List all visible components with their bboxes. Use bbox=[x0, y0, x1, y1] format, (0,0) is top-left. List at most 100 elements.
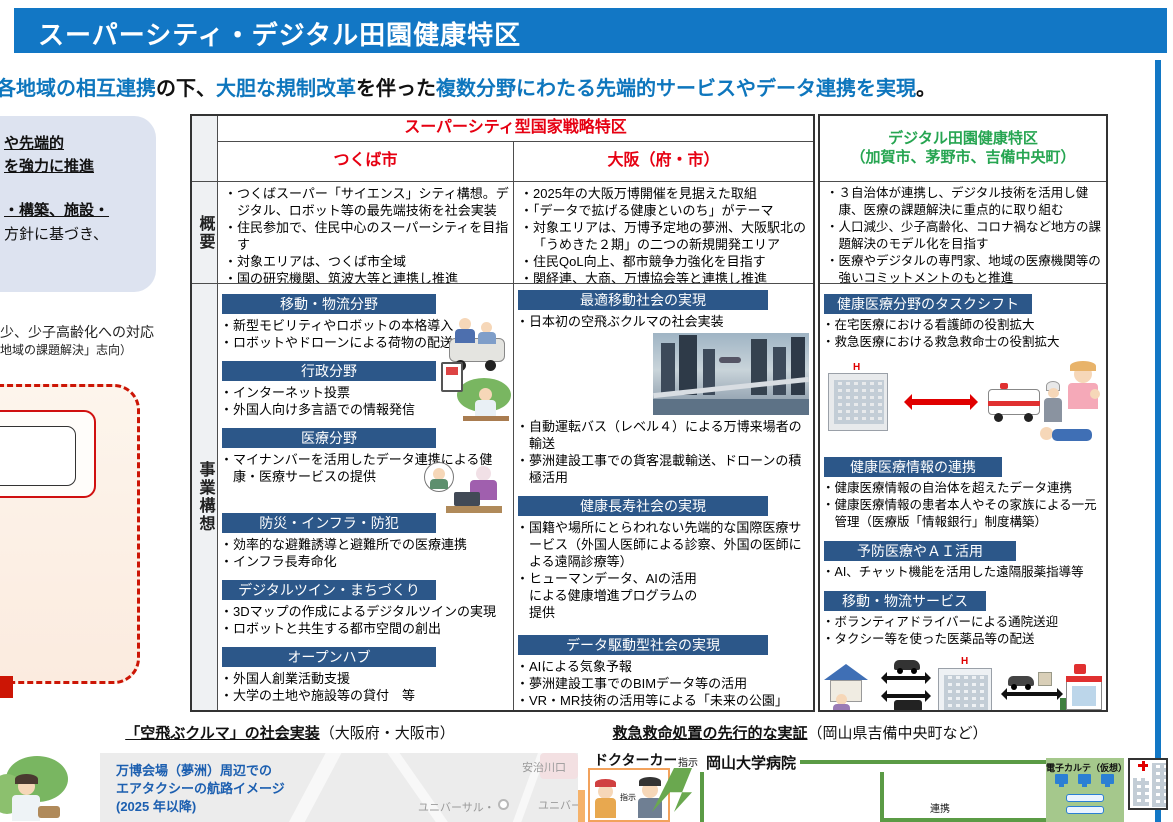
overview-bullet: ・対象エリアは、つくば市全域 bbox=[224, 254, 407, 269]
section-government: 行政分野 ・インターネット投票 ・外国人向け多言語での情報発信 bbox=[218, 361, 513, 418]
subtitle-seg: 。 bbox=[916, 78, 936, 100]
section-bullet: ・タクシー等を使った医薬品等の配送 bbox=[822, 632, 1035, 646]
doctor-car-label: ドクターカー bbox=[594, 752, 678, 768]
map-poi-marker bbox=[498, 799, 509, 810]
row-label-overview: 概要 bbox=[192, 182, 218, 284]
map-label-universal-2: ユニバーサル bbox=[538, 800, 578, 812]
section-healthy-longevity: 健康長寿社会の実現 ・国籍や場所にとらわれない先端的な国際医療サービス（外国人医… bbox=[514, 496, 813, 621]
business-cell-osaka: 最適移動社会の実現 ・日本初の空飛ぶクルマの社会実装 ・自動運転バス（レベル４）… bbox=[514, 284, 813, 710]
walking-person-illustration bbox=[0, 756, 72, 822]
bottom-left-title: 「空飛ぶクルマ」の社会実装（大阪府・大阪市） bbox=[125, 725, 455, 742]
overview-cell-digital-garden: ・３自治体が連携し、デジタル技術を活用し健康、医療の課題解決に重点的に取り組む … bbox=[820, 182, 1106, 284]
section-bullet: ・健康医療情報の自治体を超えたデータ連携 bbox=[822, 481, 1073, 495]
section-header: 移動・物流サービス bbox=[824, 591, 986, 611]
overview-bullet: ・住民QoL向上、都市競争力強化を目指す bbox=[520, 254, 766, 269]
section-open-hub: オープンハブ ・外国人創業活動支援 ・大学の土地や施設等の貸付 等 bbox=[218, 647, 513, 704]
section-bullet: ・新型モビリティやロボットの本格導入 bbox=[220, 318, 454, 333]
section-bullet: ・夢洲建設工事でのBIMデータ等の活用 bbox=[516, 676, 748, 691]
left-note-line: 少、少子高齢化への対応 bbox=[0, 324, 154, 340]
hospital-building-icon: H bbox=[828, 362, 888, 431]
two-way-red-arrow bbox=[904, 394, 978, 410]
flying-car-city-photo bbox=[653, 333, 809, 415]
overview-bullet: ・住民参加で、住民中心のスーパーシティを目指す bbox=[224, 220, 509, 252]
renkei-label: 連携 bbox=[928, 800, 952, 815]
section-preventive-ai: 予防医療やＡＩ活用 ・AI、チャット機能を活用した遠隔服薬指導等 bbox=[820, 541, 1106, 581]
section-bullet: ・在宅医療における看護師の役割拡大 bbox=[822, 318, 1035, 332]
overview-bullet: ・対象エリアは、万博予定地の夢洲、大阪駅北の「うめきた２期」の二つの新規開発エリ… bbox=[520, 220, 807, 252]
section-task-shift: 健康医療分野のタスクシフト ・在宅医療における看護師の役割拡大 ・救急医療におけ… bbox=[820, 294, 1106, 351]
overview-bullet: ・３自治体が連携し、デジタル技術を活用し健康、医療の課題解決に重点的に取り組む bbox=[826, 186, 1089, 217]
business-cell-tsukuba: 移動・物流分野 ・新型モビリティやロボットの本格導入 ・ロボットやドローンによる… bbox=[218, 284, 514, 710]
bench-voting-illustration bbox=[439, 362, 511, 432]
row-label-business: 事業構想 bbox=[192, 284, 218, 710]
section-header: 行政分野 bbox=[222, 361, 436, 381]
section-header: 健康医療情報の連携 bbox=[824, 457, 1002, 477]
table-corner-cell bbox=[192, 116, 218, 182]
subtitle-seg: を伴った bbox=[356, 78, 436, 100]
hospital-ambulance-illustration: H bbox=[822, 355, 1104, 451]
left-red-marker bbox=[0, 676, 13, 698]
section-bullet: ・夢洲建設工事での貨客混載輸送、ドローンの積極活用 bbox=[516, 453, 802, 485]
section-bullet: ・外国人向け多言語での情報発信 bbox=[220, 402, 416, 417]
section-bullet: ・ボランティアドライバーによる通院送迎 bbox=[822, 615, 1059, 629]
medical-transport-illustration: H bbox=[822, 654, 1104, 710]
section-medical: 医療分野 ・マイナンバーを活用したデータ連携による健康・医療サービスの提供 bbox=[218, 428, 513, 485]
left-box-line: を強力に推進 bbox=[4, 158, 95, 175]
section-bullet: ・効率的な避難誘導と避難所での医療連携 bbox=[220, 537, 468, 552]
section-header: 防災・インフラ・防犯 bbox=[222, 513, 436, 533]
section-bullet: ・救急医療における救急救命士の役割拡大 bbox=[822, 335, 1060, 349]
overview-bullet: ・2025年の大阪万博開催を見据えた取組 bbox=[520, 186, 757, 201]
overview-bullet: ・医療やデジタルの専門家、地域の医療機関等の強いコミットメントのもと推進 bbox=[826, 254, 1101, 284]
digital-garden-table: デジタル田園健康特区 （加賀市、茅野市、吉備中央町） ・３自治体が連携し、デジタ… bbox=[818, 114, 1108, 712]
map-caption: 万博会場（夢洲）周辺での エアタクシーの航路イメージ (2025 年以降) bbox=[116, 763, 285, 814]
section-bullet: ・自動運転バス（レベル４）による万博来場者の輸送 bbox=[516, 419, 802, 451]
section-header: 医療分野 bbox=[222, 428, 436, 448]
section-bullet: ・ロボットと共生する都市空間の創出 bbox=[220, 621, 442, 636]
section-bullet: ・ヒューマンデータ、AIの活用による健康増進プログラムの提供 bbox=[516, 571, 698, 620]
overview-bullet: ・国の研究機関、筑波大等と連携し推進 bbox=[224, 271, 459, 284]
map-right-accent bbox=[578, 790, 585, 822]
section-digital-twin: デジタルツイン・まちづくり ・3Dマップの作成によるデジタルツインの実現 ・ロボ… bbox=[218, 580, 513, 637]
section-header: 移動・物流分野 bbox=[222, 294, 436, 314]
subtitle-seg: の下、 bbox=[156, 78, 216, 100]
shiji-label: 指示 bbox=[676, 754, 700, 769]
section-header: 健康長寿社会の実現 bbox=[518, 496, 768, 516]
shiji-inner-label: 指示 bbox=[618, 792, 638, 803]
section-mobility-service: 移動・物流サービス ・ボランティアドライバーによる通院送迎 ・タクシー等を使った… bbox=[820, 591, 1106, 648]
overview-bullet: ・つくばスーパー「サイエンス」シティ構想。デジタル、ロボット等の最先端技術を社会… bbox=[224, 186, 509, 218]
section-mobility-logistics: 移動・物流分野 ・新型モビリティやロボットの本格導入 ・ロボットやドローンによる… bbox=[218, 294, 513, 351]
section-bullet: ・3Dマップの作成によるデジタルツインの実現 bbox=[220, 604, 496, 619]
column-header-tsukuba: つくば市 bbox=[218, 142, 514, 182]
supercity-table: スーパーシティ型国家戦略特区 つくば市 大阪（府・市） 概要 ・つくばスーパー「… bbox=[190, 114, 815, 712]
page-right-border bbox=[1155, 60, 1161, 822]
left-note-line: 地域の課題解決」志向） bbox=[0, 343, 133, 357]
section-header: データ駆動型社会の実現 bbox=[518, 635, 768, 655]
telemedicine-laptop-illustration bbox=[424, 456, 508, 516]
left-box-line: ・構築、施設・ bbox=[4, 202, 110, 219]
section-disaster-infra: 防災・インフラ・防犯 ・効率的な避難誘導と避難所での医療連携 ・インフラ長寿命化 bbox=[218, 513, 513, 570]
air-taxi-route-map: 万博会場（夢洲）周辺での エアタクシーの航路イメージ (2025 年以降) 安治… bbox=[100, 753, 578, 822]
okayama-hospital-label: 岡山大学病院 bbox=[706, 755, 797, 772]
group-header-supercity: スーパーシティ型国家戦略特区 bbox=[218, 116, 813, 142]
map-label-universal-1: ユニバーサル・ bbox=[418, 802, 495, 814]
left-policy-box: や先端的 を強力に推進 ・構築、施設・ 方針に基づき、 bbox=[0, 116, 156, 292]
section-header: デジタルツイン・まちづくり bbox=[222, 580, 436, 600]
section-header: オープンハブ bbox=[222, 647, 436, 667]
section-bullet: ・インターネット投票 bbox=[220, 385, 351, 400]
section-optimal-mobility: 最適移動社会の実現 ・日本初の空飛ぶクルマの社会実装 ・自動運転バス（レベル４）… bbox=[514, 290, 813, 486]
section-header: 健康医療分野のタスクシフト bbox=[824, 294, 1032, 314]
doctor-car-box: 指示 bbox=[588, 768, 670, 822]
section-bullet: ・AIによる気象予報 bbox=[516, 659, 632, 674]
overview-bullet: ・「データで拡げる健康といのち」がテーマ bbox=[520, 203, 774, 218]
section-bullet: ・日本初の空飛ぶクルマの社会実装 bbox=[516, 314, 724, 329]
bottom-right-title: 救急救命処置の先行的な実証（岡山県吉備中央町など） bbox=[612, 725, 988, 742]
section-bullet: ・マイナンバーを活用したデータ連携による健康・医療サービスの提供 bbox=[220, 452, 493, 484]
section-bullet: ・ロボットやドローンによる荷物の配送 bbox=[220, 335, 453, 350]
subtitle-seg: 複数分野にわたる先端的サービスやデータ連携を実現 bbox=[436, 78, 916, 100]
column-header-osaka: 大阪（府・市） bbox=[514, 142, 813, 182]
section-bullet: ・インフラ長寿命化 bbox=[220, 554, 337, 569]
overview-cell-osaka: ・2025年の大阪万博開催を見据えた取組 ・「データで拡げる健康といのち」がテー… bbox=[514, 182, 813, 284]
package-icon bbox=[1038, 672, 1052, 686]
hospital-center-icon: H bbox=[938, 656, 992, 710]
